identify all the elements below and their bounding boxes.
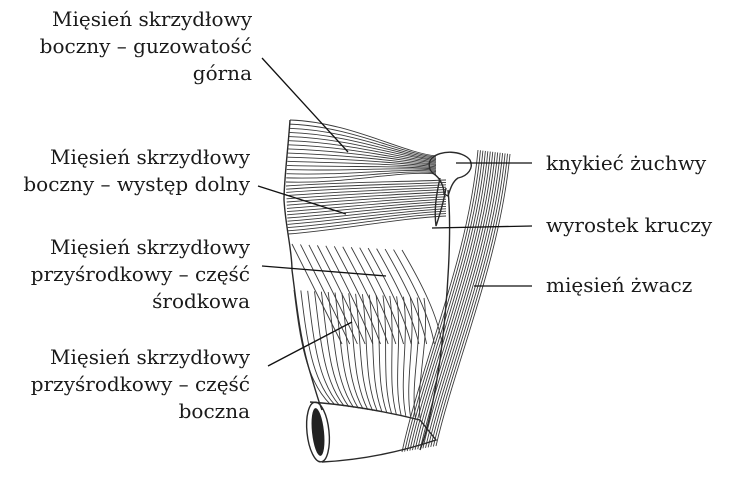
label-coronoid-process: wyrostek kruczy — [546, 212, 712, 239]
muscle-fiber — [360, 248, 404, 344]
muscle-fiber — [402, 150, 478, 452]
label-lateral-pterygoid-lower: Mięsień skrzydłowy boczny – występ dolny — [23, 144, 250, 198]
label-lateral-pterygoid-upper: Mięsień skrzydłowy boczny – guzowatość g… — [40, 6, 252, 87]
muscle-fiber — [351, 247, 396, 344]
label-mandibular-condyle: knykieć żuchwy — [546, 150, 706, 177]
leader-lpt-upper — [262, 58, 348, 152]
muscle-fiber — [390, 296, 397, 414]
label-medial-pterygoid-middle: Mięsień skrzydłowy przyśrodkowy – część … — [31, 234, 250, 315]
muscle-fiber — [315, 291, 345, 406]
masseter-muscle — [402, 150, 510, 452]
label-medial-pterygoid-lateral: Mięsień skrzydłowy przyśrodkowy – część … — [31, 344, 250, 425]
label-masseter: mięsień żwacz — [546, 272, 692, 299]
leader-coronoid — [432, 226, 532, 228]
lateral-pterygoid-lower-head — [286, 180, 446, 234]
muscle-fiber — [294, 290, 330, 404]
medial-pterygoid-lateral-part — [294, 290, 426, 418]
leader-mpt-lateral — [268, 322, 352, 366]
muscle-fiber — [397, 296, 401, 415]
leader-lpt-lower — [258, 186, 346, 214]
muscle-fiber — [402, 250, 442, 344]
muscle-fiber — [334, 246, 380, 344]
muscle-fiber — [403, 297, 406, 416]
tube-lumen — [310, 408, 327, 457]
lateral-pterygoid-upper-head — [286, 120, 436, 182]
muscle-fiber — [383, 295, 392, 413]
muscle-fiber — [405, 150, 481, 451]
muscle-fiber — [394, 250, 435, 344]
muscle-fiber — [287, 169, 436, 171]
